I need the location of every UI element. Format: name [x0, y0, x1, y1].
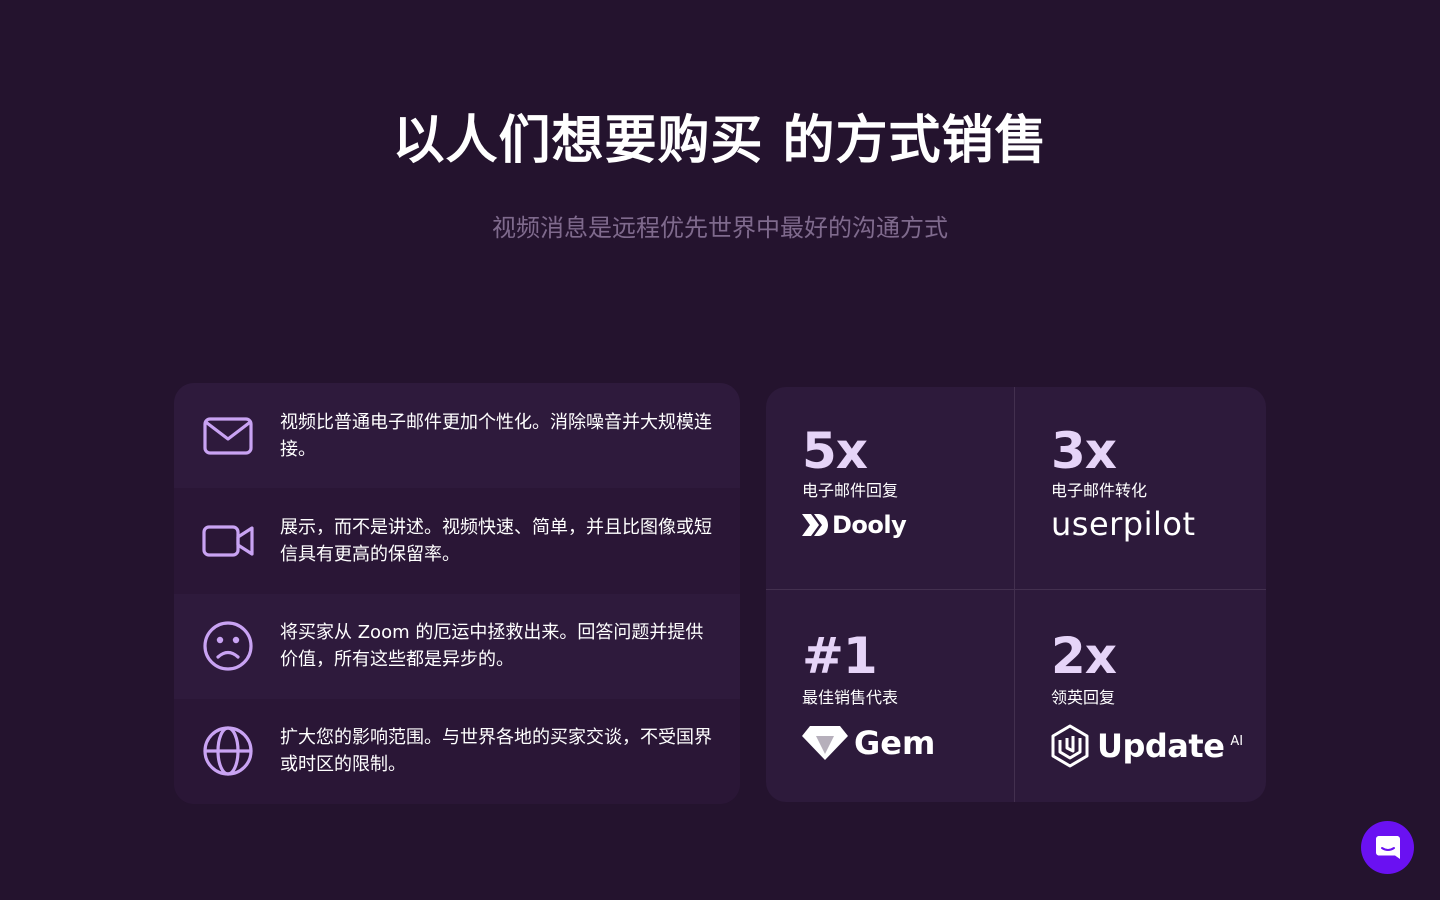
- stat-label: 电子邮件转化: [1051, 481, 1148, 500]
- feature-text: 将买家从 Zoom 的厄运中拯救出来。回答问题并提供价值，所有这些都是异步的。: [280, 622, 704, 671]
- update-ai-logo-mark-icon: [1051, 724, 1089, 768]
- stat-value: 2x: [1051, 627, 1117, 685]
- stat-label: 电子邮件回复: [802, 481, 899, 500]
- feature-text: 扩大您的影响范围。与世界各地的买家交谈，不受国界或时区的限制。: [280, 727, 712, 776]
- hero-title: 以人们想要购买 的方式销售: [392, 111, 1048, 171]
- feature-item-global: 扩大您的影响范围。与世界各地的买家交谈，不受国界或时区的限制。: [174, 698, 740, 804]
- gem-logo-text: Gem: [854, 724, 936, 762]
- dooly-logo: Dooly: [802, 511, 907, 539]
- mail-icon: [202, 410, 254, 462]
- dooly-logo-mark-icon: [802, 514, 828, 536]
- stat-card-email-conversion: 3x 电子邮件转化 userpilot: [1015, 387, 1266, 590]
- sad-face-icon: [202, 620, 254, 672]
- userpilot-logo: userpilot: [1051, 505, 1196, 543]
- update-ai-logo-suffix: AI: [1230, 733, 1244, 749]
- stat-card-email-replies: 5x 电子邮件回复 Dooly: [766, 387, 1015, 590]
- stats-grid: 5x 电子邮件回复 Dooly 3x 电子邮件转化 userpilot #1 最…: [766, 387, 1266, 802]
- feature-item-async: 将买家从 Zoom 的厄运中拯救出来。回答问题并提供价值，所有这些都是异步的。: [174, 593, 740, 699]
- feature-text: 视频比普通电子邮件更加个性化。消除噪音并大规模连接。: [280, 411, 712, 460]
- update-ai-logo: Update AI: [1051, 724, 1243, 768]
- chat-launcher-button[interactable]: [1361, 821, 1414, 874]
- feature-list: 视频比普通电子邮件更加个性化。消除噪音并大规模连接。 展示，而不是讲述。视频快速…: [174, 383, 740, 804]
- stat-card-best-rep: #1 最佳销售代表 Gem: [766, 590, 1015, 802]
- stat-value: #1: [802, 627, 878, 685]
- gem-logo-mark-icon: [802, 726, 848, 760]
- stat-value: 3x: [1051, 422, 1117, 480]
- stat-label: 领英回复: [1051, 688, 1116, 707]
- userpilot-logo-text: userpilot: [1051, 505, 1196, 543]
- hero-subtitle: 视频消息是远程优先世界中最好的沟通方式: [492, 214, 948, 242]
- stat-card-linkedin-replies: 2x 领英回复 Update AI: [1015, 590, 1266, 802]
- feature-item-video: 展示，而不是讲述。视频快速、简单，并且比图像或短信具有更高的保留率。: [174, 488, 740, 594]
- feature-text: 展示，而不是讲述。视频快速、简单，并且比图像或短信具有更高的保留率。: [280, 516, 712, 565]
- chat-icon: [1375, 835, 1400, 859]
- stat-value: 5x: [802, 422, 868, 480]
- gem-logo: Gem: [802, 724, 935, 762]
- update-ai-logo-text: Update: [1097, 727, 1225, 765]
- video-camera-icon: [202, 515, 254, 567]
- globe-icon: [202, 725, 254, 777]
- stat-label: 最佳销售代表: [802, 688, 899, 707]
- dooly-logo-text: Dooly: [832, 511, 907, 539]
- feature-item-email: 视频比普通电子邮件更加个性化。消除噪音并大规模连接。: [174, 383, 740, 489]
